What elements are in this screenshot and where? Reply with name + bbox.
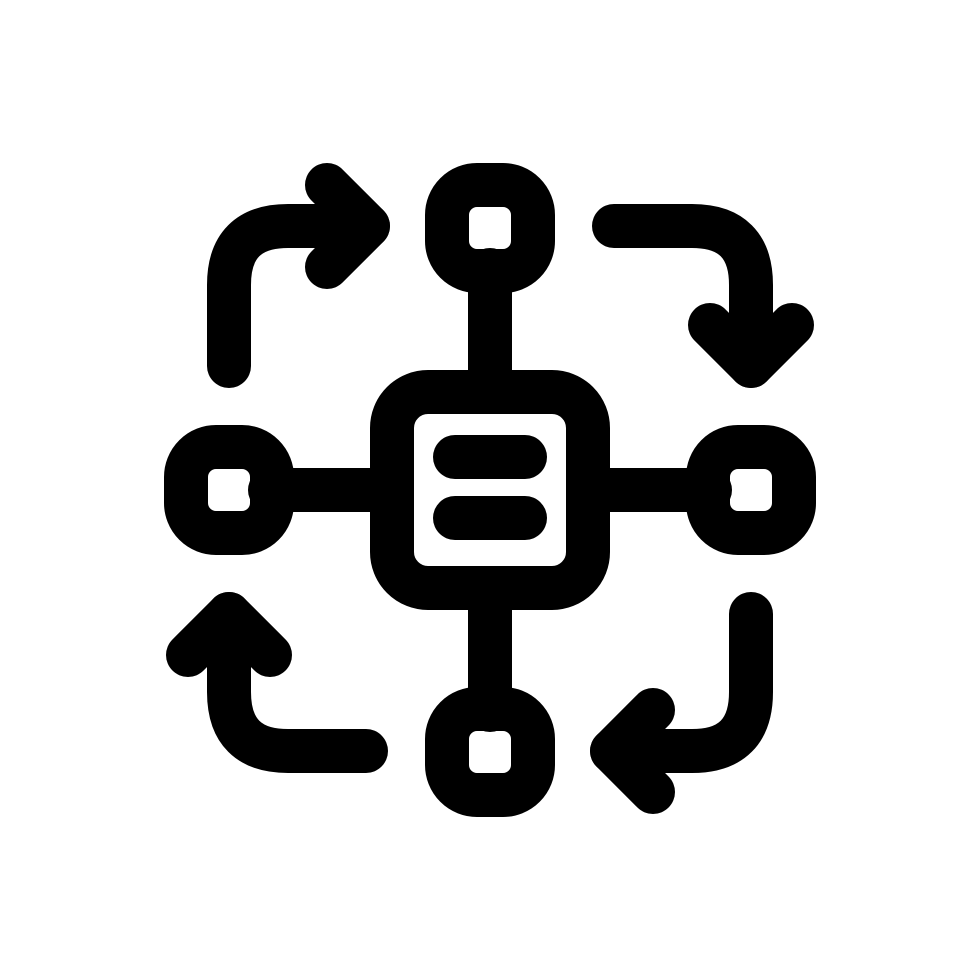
arrow-top-right-head xyxy=(688,303,814,388)
arrow-bottom-left xyxy=(207,592,388,773)
icon-strokes xyxy=(164,163,816,817)
node-top xyxy=(425,163,555,293)
center-hub xyxy=(370,370,610,610)
arrow-top-left-head xyxy=(305,163,390,289)
arrow-bottom-right xyxy=(590,592,773,773)
node-bottom xyxy=(425,687,555,817)
node-left xyxy=(164,425,294,555)
arrow-bottom-right-head xyxy=(590,688,675,814)
arrow-bottom-left-head xyxy=(166,592,292,677)
arrow-top-left xyxy=(207,204,390,388)
node-right xyxy=(686,425,816,555)
arrow-top-right xyxy=(592,204,773,388)
